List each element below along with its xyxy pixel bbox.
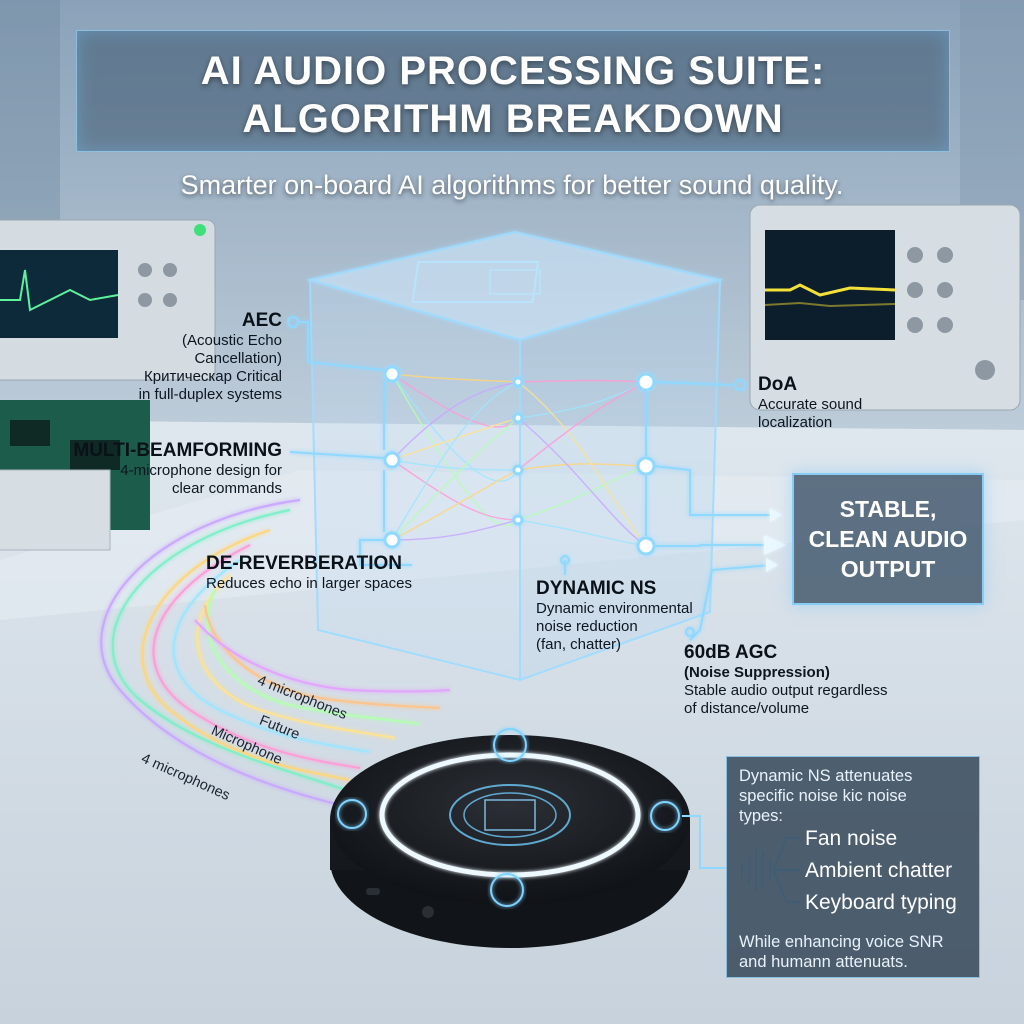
noise-type-chatter: Ambient chatter — [805, 859, 953, 882]
aec-line-3: Критическар Critical — [144, 368, 282, 385]
title-banner: AI AUDIO PROCESSING SUITE: ALGORITHM BRE… — [76, 30, 950, 152]
title-line-2: ALGORITHM BREAKDOWN — [242, 97, 784, 141]
output-box: STABLE, CLEAN AUDIO OUTPUT — [792, 473, 984, 605]
beamforming-heading: MULTI-BEAMFORMING — [73, 440, 282, 461]
doa-line-2: localization — [758, 414, 833, 431]
info-panel: Dynamic NS attenuates specific noise kic… — [726, 756, 980, 978]
agc-label: 60dB AGC (Noise Suppression) Stable audi… — [684, 642, 944, 718]
aec-line-4: in full-duplex systems — [138, 386, 282, 403]
info-intro-3: types: — [739, 807, 784, 825]
panel-connector — [682, 815, 726, 869]
doa-line-1: Accurate sound — [758, 396, 863, 413]
aec-line-2: Cancellation) — [194, 350, 282, 367]
aec-label: AEC (Acoustic Echo Cancellation) Критиче… — [42, 310, 282, 404]
microphone-puck — [330, 728, 690, 948]
doa-label: DoA Accurate sound localization — [758, 374, 918, 432]
dynamic-ns-line-2: noise reduction — [536, 618, 638, 635]
agc-subheading: (Noise Suppression) — [684, 664, 830, 681]
dynamic-ns-heading: DYNAMIC NS — [536, 578, 657, 599]
dynamic-ns-line-3: (fan, chatter) — [536, 636, 622, 653]
agc-line-1: Stable audio output regardless — [684, 682, 888, 699]
output-arrows — [764, 508, 786, 572]
sound-waves — [100, 498, 451, 807]
circuit-board — [0, 400, 150, 551]
beamforming-label: MULTI-BEAMFORMING 4-microphone design fo… — [2, 440, 282, 498]
agc-heading: 60dB AGC — [684, 642, 778, 663]
right-oscilloscope — [749, 204, 1021, 411]
dynamic-ns-label: DYNAMIC NS Dynamic environmental noise r… — [536, 578, 736, 654]
dereverb-label: DE-REVERBERATION Reduces echo in larger … — [206, 553, 466, 593]
info-footer-2: and humann attenuats. — [739, 953, 908, 971]
dereverb-heading: DE-REVERBERATION — [206, 553, 402, 574]
dynamic-ns-line-1: Dynamic environmental — [536, 600, 693, 617]
agc-line-2: of distance/volume — [684, 700, 810, 717]
subtitle: Smarter on-board AI algorithms for bette… — [180, 170, 844, 200]
noise-type-fan: Fan noise — [805, 827, 898, 850]
aec-line-1: (Acoustic Echo — [181, 332, 282, 349]
info-intro-2: specific noise kic noise — [739, 787, 907, 805]
callout-lines — [287, 316, 775, 641]
network-nodes — [383, 365, 656, 556]
output-box-text: STABLE, CLEAN AUDIO OUTPUT — [808, 496, 968, 582]
beamforming-line-1: 4-microphone design for — [120, 462, 282, 479]
neural-network — [391, 373, 647, 547]
info-footer-1: While enhancing voice SNR — [739, 933, 944, 951]
noise-type-keyboard: Keyboard typing — [805, 891, 957, 914]
hologram-cube — [306, 230, 724, 682]
doa-heading: DoA — [758, 374, 798, 395]
beamforming-line-2: clear commands — [171, 480, 282, 497]
info-intro-1: Dynamic NS attenuates — [739, 767, 913, 785]
left-oscilloscope — [0, 219, 216, 381]
aec-heading: AEC — [241, 310, 282, 331]
dereverb-line-1: Reduces echo in larger spaces — [206, 575, 412, 592]
title-line-1: AI AUDIO PROCESSING SUITE: — [200, 49, 826, 93]
